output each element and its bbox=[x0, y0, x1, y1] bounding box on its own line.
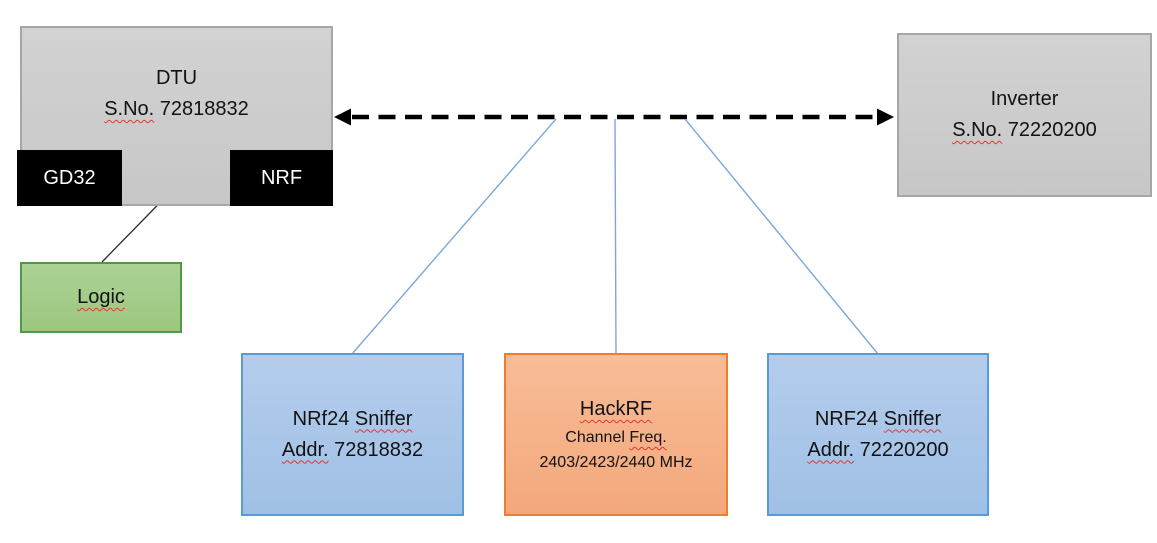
dtu-serial-line: S.No. 72818832 bbox=[104, 94, 249, 125]
sniffer2-node: NRF24 Sniffer Addr. 72220200 bbox=[767, 353, 989, 516]
nrf-node: NRF bbox=[230, 150, 333, 206]
hackrf-channel-line: Channel Freq. bbox=[565, 425, 666, 450]
logic-label: Logic bbox=[77, 286, 125, 308]
gd32-node: GD32 bbox=[17, 150, 122, 206]
sniffer2-addr-line: Addr. 72220200 bbox=[807, 435, 948, 466]
sniffer1-node: NRf24 Sniffer Addr. 72818832 bbox=[241, 353, 464, 516]
sniffer1-addr-label: Addr. bbox=[281, 438, 329, 461]
sniffer2-addr-label: Addr. bbox=[807, 438, 855, 461]
hackrf-frequencies: 2403/2423/2440 MHz bbox=[539, 454, 693, 471]
sniffer1-name: NRf24 bbox=[292, 407, 350, 430]
wireless-link-left-arrowhead bbox=[334, 108, 351, 126]
hackrf-freq-label: Freq. bbox=[629, 429, 667, 446]
sniffer2-addr-value: 72220200 bbox=[859, 438, 949, 461]
logic-node: Logic bbox=[20, 262, 182, 333]
inverter-title: Inverter bbox=[990, 88, 1059, 110]
sniffer2-name-flagged: Sniffer bbox=[883, 407, 942, 430]
sniffer1-connector-line bbox=[351, 118, 557, 355]
hackrf-node: HackRF Channel Freq. 2403/2423/2440 MHz bbox=[504, 353, 728, 516]
sniffer1-name-line: NRf24 Sniffer bbox=[293, 404, 413, 435]
wireless-link-right-arrowhead bbox=[877, 108, 894, 126]
sniffer2-name-line: NRF24 Sniffer bbox=[815, 404, 941, 435]
hackrf-channel-label: Channel bbox=[565, 429, 625, 446]
sniffer1-name-flagged: Sniffer bbox=[354, 407, 413, 430]
hackrf-title: HackRF bbox=[579, 398, 653, 420]
inverter-serial-value: 72220200 bbox=[1007, 119, 1097, 141]
nrf-label: NRF bbox=[260, 166, 303, 189]
dtu-serial-label: S.No. bbox=[104, 98, 155, 120]
dtu-title: DTU bbox=[155, 67, 198, 89]
sniffer1-addr-line: Addr. 72818832 bbox=[282, 435, 423, 466]
gd32-label: GD32 bbox=[43, 166, 96, 189]
sniffer2-connector-line bbox=[684, 118, 879, 355]
sniffer1-addr-value: 72818832 bbox=[334, 438, 424, 461]
hackrf-connector-line bbox=[614, 118, 617, 355]
inverter-serial-line: S.No. 72220200 bbox=[952, 115, 1097, 146]
dtu-serial-value: 72818832 bbox=[159, 98, 249, 120]
sniffer2-name: NRF24 bbox=[814, 407, 879, 430]
inverter-serial-label: S.No. bbox=[952, 119, 1003, 141]
inverter-node: Inverter S.No. 72220200 bbox=[897, 33, 1152, 197]
